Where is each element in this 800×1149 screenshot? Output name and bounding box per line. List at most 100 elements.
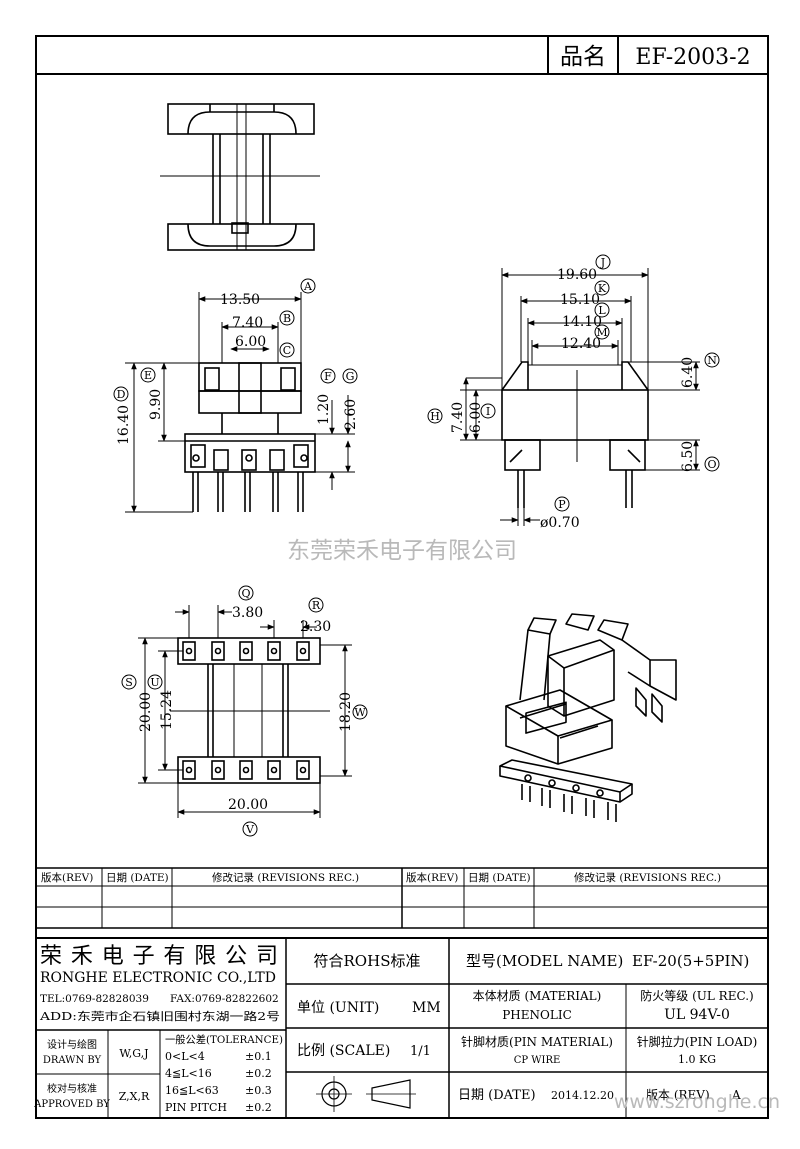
callout-n: N xyxy=(704,352,720,368)
date-value: 2014.12.20 xyxy=(551,1089,614,1102)
front-view-drawing xyxy=(184,362,316,512)
svg-text:K: K xyxy=(598,282,607,295)
tolerance-range-1: 0<L<4 xyxy=(165,1050,205,1063)
dim-2-60: 2.60 xyxy=(343,399,359,430)
part-title-block: 品名 EF-2003-2 xyxy=(36,36,768,75)
svg-text:G: G xyxy=(346,370,355,383)
dim-3-80: 3.80 xyxy=(232,605,263,621)
dim-16-40: 16.40 xyxy=(116,405,132,445)
dim-6-50: 6.50 xyxy=(680,441,696,472)
dim-7-40-side: 7.40 xyxy=(450,402,466,433)
dim-15-10: 15.10 xyxy=(560,292,600,308)
side-view-callouts: J K L M N O H I P xyxy=(427,254,720,512)
tolerance-range-2: 4≦L<16 xyxy=(165,1067,212,1080)
side-view-drawing xyxy=(501,361,649,508)
dim-20-00-vertical: 20.00 xyxy=(138,692,154,732)
dim-pin-diameter: ø0.70 xyxy=(540,515,580,531)
tolerance-value-3: ±0.3 xyxy=(245,1084,272,1097)
company-tel: TEL:0769-82828039 xyxy=(40,993,149,1005)
svg-text:L: L xyxy=(598,304,606,317)
front-view-callouts: A B C D E F G xyxy=(113,278,358,402)
bottom-view-drawing xyxy=(170,637,330,784)
callout-i: I xyxy=(480,403,496,419)
dim-6-00: 6.00 xyxy=(235,334,266,350)
part-number: EF-2003-2 xyxy=(635,45,750,70)
title-block-grid xyxy=(35,937,769,1119)
version-value: A xyxy=(731,1088,741,1102)
callout-j: J xyxy=(595,254,611,270)
company-name-cn: 荣禾电子有限公司 xyxy=(40,944,278,969)
date-label: 日期 (DATE) xyxy=(458,1088,536,1103)
model-name-label: 型号(MODEL NAME) xyxy=(466,952,623,970)
dim-19-60: 19.60 xyxy=(557,267,597,283)
svg-text:M: M xyxy=(596,326,607,339)
approved-by-label-en: APPROVED BY xyxy=(33,1099,110,1110)
rev-header-right: 版本(REV) xyxy=(406,871,458,884)
svg-text:S: S xyxy=(125,676,133,689)
version-label: 版本 (REV) xyxy=(646,1088,710,1102)
callout-m: M xyxy=(594,324,610,340)
svg-text:O: O xyxy=(707,458,716,471)
record-header-left: 修改记录 (REVISIONS REC.) xyxy=(212,871,359,884)
callout-p: P xyxy=(554,496,570,512)
callout-c: C xyxy=(279,342,295,358)
date-header-left: 日期 (DATE) xyxy=(106,872,169,884)
fire-rating-label: 防火等级 (UL REC.) xyxy=(640,988,753,1003)
callout-a: A xyxy=(300,278,316,294)
pin-material-value: CP WIRE xyxy=(514,1055,561,1066)
watermark-url: www.szronghe.cn xyxy=(614,1091,780,1113)
tolerance-value-1: ±0.1 xyxy=(245,1050,272,1063)
svg-text:N: N xyxy=(707,354,717,367)
dim-18-20: 18.20 xyxy=(338,692,354,732)
bottom-view-callouts: Q R S U W V xyxy=(121,585,368,837)
svg-text:D: D xyxy=(117,388,126,401)
tolerance-range-3: 16≦L<63 xyxy=(165,1084,219,1097)
svg-text:C: C xyxy=(283,344,291,357)
dim-15-24: 15.24 xyxy=(159,690,175,730)
unit-label: 单位 (UNIT) xyxy=(297,1000,379,1016)
svg-text:I: I xyxy=(486,405,490,418)
svg-text:W: W xyxy=(354,706,366,719)
callout-e: E xyxy=(140,367,156,383)
title-block-text: 荣禾电子有限公司 RONGHE ELECTRONIC CO.,LTD TEL:0… xyxy=(33,944,757,1114)
callout-w: W xyxy=(352,704,368,720)
callout-l: L xyxy=(594,302,610,318)
model-name-value: EF-20(5+5PIN) xyxy=(632,952,749,970)
callout-b: B xyxy=(279,310,295,326)
callout-d: D xyxy=(113,386,129,402)
pin-load-label: 针脚拉力(PIN LOAD) xyxy=(637,1034,758,1049)
watermark-company: 东莞荣禾电子有限公司 xyxy=(287,538,517,564)
dim-14-10: 14.10 xyxy=(562,314,602,330)
bottom-view-dimension-lines xyxy=(138,605,352,818)
pin-material-label: 针脚材质(PIN MATERIAL) xyxy=(461,1034,613,1049)
rohs-label: 符合ROHS标准 xyxy=(314,952,421,970)
part-label: 品名 xyxy=(560,44,606,70)
dim-6-00-side: 6.00 xyxy=(468,402,484,433)
front-view-dimension-lines xyxy=(125,292,355,513)
callout-q: Q xyxy=(238,585,254,601)
record-header-right: 修改记录 (REVISIONS REC.) xyxy=(574,871,721,884)
callout-v: V xyxy=(242,821,258,837)
svg-text:F: F xyxy=(324,370,332,383)
callout-o: O xyxy=(704,456,720,472)
material-value: PHENOLIC xyxy=(502,1008,572,1022)
tolerance-value-4: ±0.2 xyxy=(245,1101,272,1114)
svg-text:E: E xyxy=(144,369,152,382)
callout-r: R xyxy=(308,597,324,613)
dim-13-50: 13.50 xyxy=(220,292,260,308)
front-view-dimension-text: 13.50 7.40 6.00 16.40 9.90 1.20 2.60 xyxy=(116,292,359,445)
svg-text:B: B xyxy=(283,312,291,325)
company-name-en: RONGHE ELECTRONIC CO.,LTD xyxy=(40,970,276,986)
svg-text:A: A xyxy=(303,280,313,293)
svg-text:H: H xyxy=(430,410,440,423)
projection-symbol-icon xyxy=(316,1076,416,1112)
revision-table-headers: 版本(REV) 日期 (DATE) 修改记录 (REVISIONS REC.) … xyxy=(41,871,721,884)
tolerance-title: 一般公差(TOLERANCE) xyxy=(165,1033,283,1046)
revision-table xyxy=(35,867,769,929)
svg-text:R: R xyxy=(312,599,321,612)
svg-text:P: P xyxy=(558,498,566,511)
side-view-dimension-lines xyxy=(460,268,700,526)
dim-1-20: 1.20 xyxy=(316,394,332,425)
rev-header-left: 版本(REV) xyxy=(41,871,93,884)
